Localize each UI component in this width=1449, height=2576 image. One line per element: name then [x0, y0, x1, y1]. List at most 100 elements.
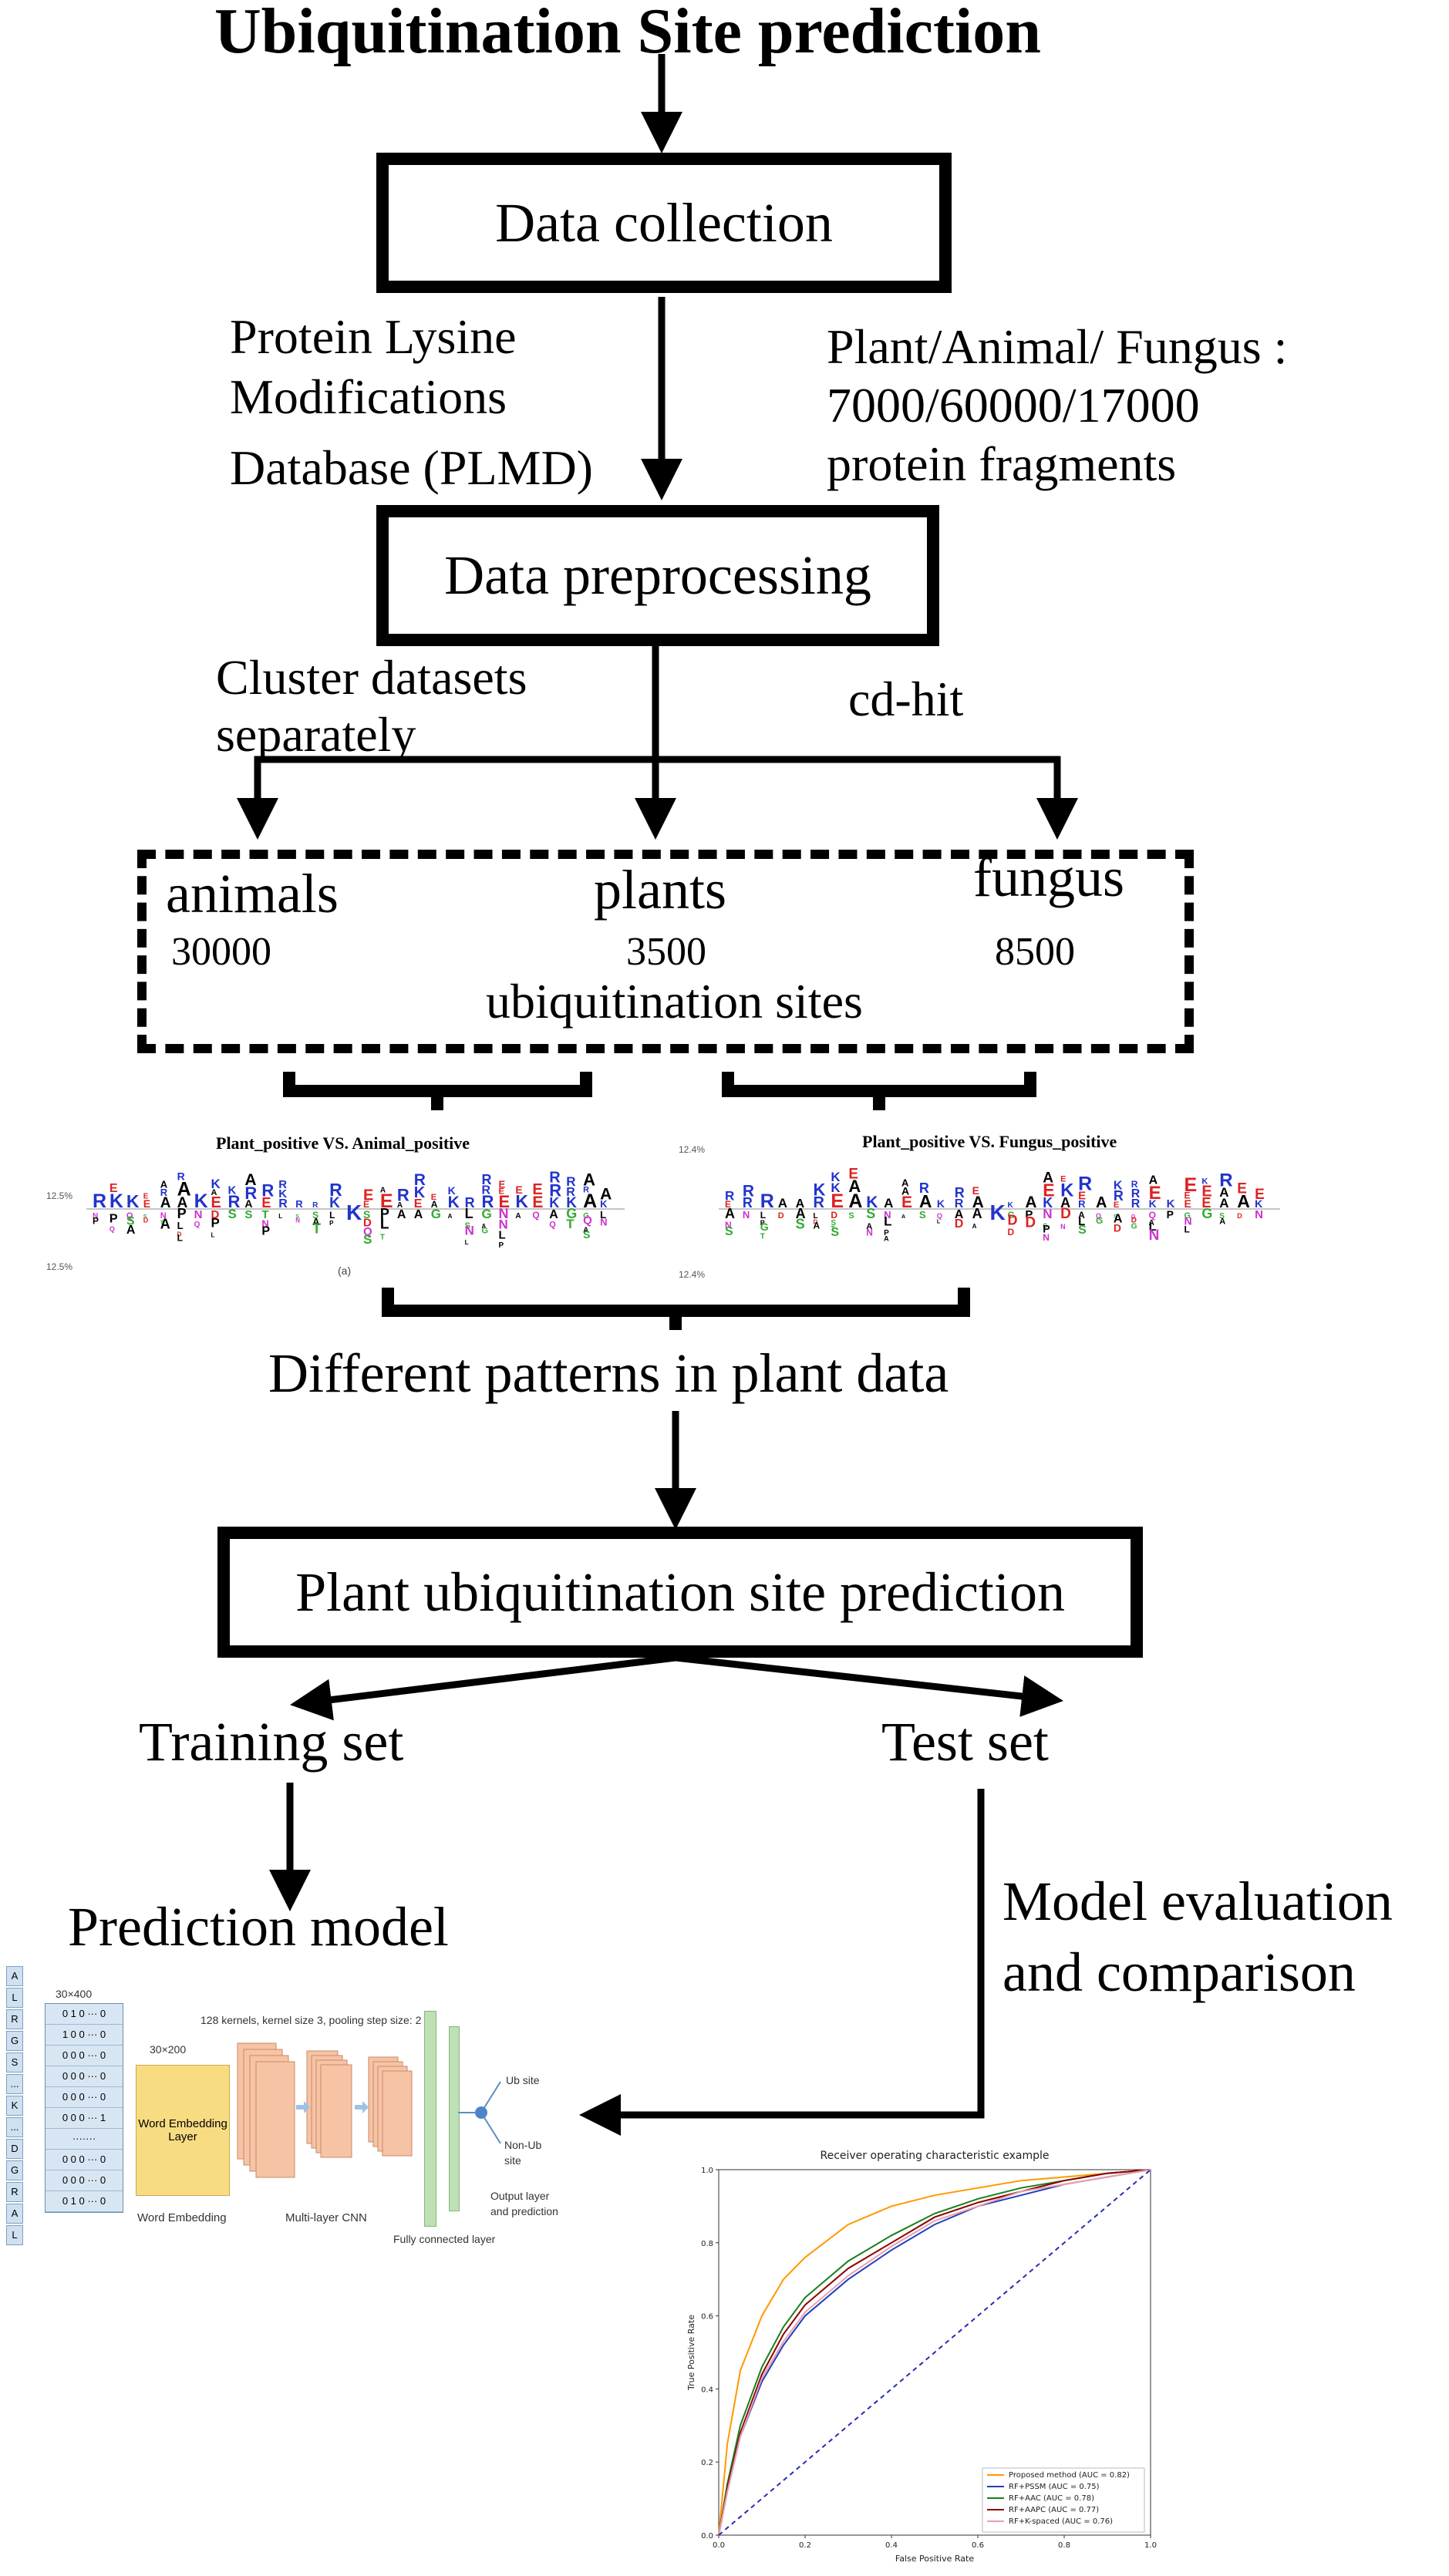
one-hot-dimension: 30×400: [56, 1988, 93, 2000]
logo-letter: K: [448, 1184, 456, 1197]
logo-letter: A: [1114, 1212, 1123, 1225]
logo-letter: L: [329, 1210, 335, 1221]
logo-letter: K: [126, 1191, 140, 1211]
logo-letter: R: [329, 1180, 342, 1200]
logo-letter: P: [1167, 1208, 1174, 1221]
non-ub-site-label: Non-Ub site: [504, 2139, 542, 2167]
logo-letter: E: [431, 1193, 436, 1202]
data-preprocessing-box: Data preprocessing: [376, 505, 939, 646]
one-hot-row: 0 0 0 ··· 0: [45, 2087, 123, 2108]
logo-letter: L: [278, 1213, 282, 1220]
fc-caption: Fully connected layer: [393, 2233, 496, 2245]
logo-letter: R: [1219, 1170, 1232, 1191]
logo-letter: K: [448, 1194, 460, 1211]
logo-letter: D: [831, 1210, 837, 1221]
logo-letter: Q: [549, 1221, 556, 1230]
logo-letter: E: [414, 1197, 423, 1211]
input-residue: ...: [6, 2117, 23, 2137]
logo-letter: E: [363, 1199, 369, 1210]
logo-letter: R: [482, 1172, 492, 1187]
logo-letter: P: [498, 1241, 504, 1250]
logo-letter: D: [1131, 1217, 1137, 1225]
logo-letter: A: [884, 1196, 893, 1211]
data-collection-label: Data collection: [495, 191, 833, 254]
logo-letter: R: [1114, 1188, 1124, 1204]
group-animals-count: 30000: [171, 930, 271, 974]
logo-letter: A: [397, 1201, 403, 1210]
logo-letter: R: [465, 1195, 475, 1211]
arrow-to-test: [675, 1654, 1063, 1717]
logo-letter: R: [244, 1184, 257, 1203]
logo-letter: E: [1078, 1189, 1086, 1202]
logo-scale-top-animal: 12.5%: [46, 1190, 73, 1201]
logo-letter: E: [1201, 1183, 1211, 1200]
input-residue: A: [6, 2204, 23, 2224]
logo-letter: D: [1007, 1227, 1014, 1237]
patterns-label: Different patterns in plant data: [268, 1342, 949, 1404]
logo-letter: E: [211, 1194, 221, 1211]
logo-letter: R: [743, 1183, 754, 1200]
logo-letter: A: [380, 1186, 386, 1194]
logo-letter: K: [1149, 1197, 1157, 1210]
logo-letter: E: [1114, 1200, 1119, 1210]
output-caption: Output layer and prediction: [490, 2190, 558, 2217]
x-tick-label: 0.2: [799, 2541, 811, 2550]
logo-letter: K: [1060, 1180, 1074, 1201]
logo-letter: R: [583, 1185, 589, 1194]
ub-site-label: Ub site: [506, 2074, 540, 2086]
legend-box: [982, 2467, 1145, 2533]
logo-scale-bottom-fungus: 12.4%: [679, 1269, 706, 1280]
plot-frame: [718, 2169, 1151, 2536]
logo-caption-a: (a): [338, 1264, 352, 1277]
logo-letter: K: [194, 1190, 208, 1212]
logo-letter: S: [244, 1208, 252, 1221]
logo-letter: A: [1096, 1194, 1107, 1211]
logo-letter: N: [725, 1220, 732, 1231]
logo-letter: E: [498, 1187, 504, 1197]
logo-letter: A: [397, 1208, 406, 1221]
logo-letter: E: [515, 1184, 522, 1196]
logo-letter: N: [600, 1217, 607, 1228]
logo-letter: K: [515, 1191, 528, 1211]
logo-letter: D: [1114, 1221, 1121, 1234]
logo-letter: A: [1043, 1170, 1053, 1187]
group-plants-count: 3500: [626, 930, 706, 974]
logo-letter: D: [211, 1208, 220, 1221]
group-fungus-count: 8500: [995, 930, 1075, 974]
logo-letter: N: [465, 1223, 474, 1237]
logo-letter: G: [1096, 1215, 1103, 1226]
logo-letter: R: [482, 1184, 491, 1197]
logo-graphic-animal: RNPKETPQKQSAEESDARANTAAARPLDLKNQEAKDPLRK…: [86, 1170, 625, 1250]
logo-letter: E: [143, 1197, 150, 1210]
roc-chart-svg: Receiver operating characteristic exampl…: [686, 2150, 1157, 2564]
one-hot-row: 0 0 0 ··· 0: [45, 2150, 123, 2170]
training-set-label: Training set: [139, 1711, 404, 1773]
x-tick-label: 0.4: [885, 2541, 898, 2550]
logo-letter: D: [363, 1217, 372, 1230]
logo-letter: S: [583, 1228, 590, 1241]
fc-layer-2: [449, 2026, 460, 2211]
logo-letter: S: [363, 1208, 370, 1221]
logo-letter: S: [1114, 1214, 1117, 1220]
logo-letter: R: [1131, 1197, 1141, 1211]
logo-panel-animal: Plant_positive VS. Animal_positive 12.5%…: [46, 1133, 640, 1277]
logo-letter: G: [482, 1207, 492, 1221]
logo-letter: A: [177, 1178, 191, 1200]
logo-letter: R: [1131, 1187, 1141, 1200]
data-collection-box: Data collection: [376, 153, 952, 293]
logo-letter: A: [955, 1208, 964, 1221]
logo-letter: A: [482, 1223, 487, 1230]
one-hot-row: ·······: [45, 2129, 123, 2150]
logo-letter: L: [600, 1209, 606, 1221]
logo-letter: D: [955, 1217, 964, 1231]
logo-letter: R: [725, 1189, 734, 1204]
chart-title: Receiver operating characteristic exampl…: [820, 2150, 1049, 2162]
fragment-counts-text: Plant/Animal/ Fungus : 7000/60000/17000 …: [827, 319, 1288, 491]
logo-letter: A: [1219, 1217, 1225, 1226]
logo-letter: A: [866, 1222, 872, 1231]
logo-scale-top-fungus: 12.4%: [679, 1144, 706, 1155]
logo-letter: E: [532, 1181, 542, 1198]
logo-letter: S: [126, 1214, 135, 1227]
logo-letter: A: [848, 1177, 861, 1196]
